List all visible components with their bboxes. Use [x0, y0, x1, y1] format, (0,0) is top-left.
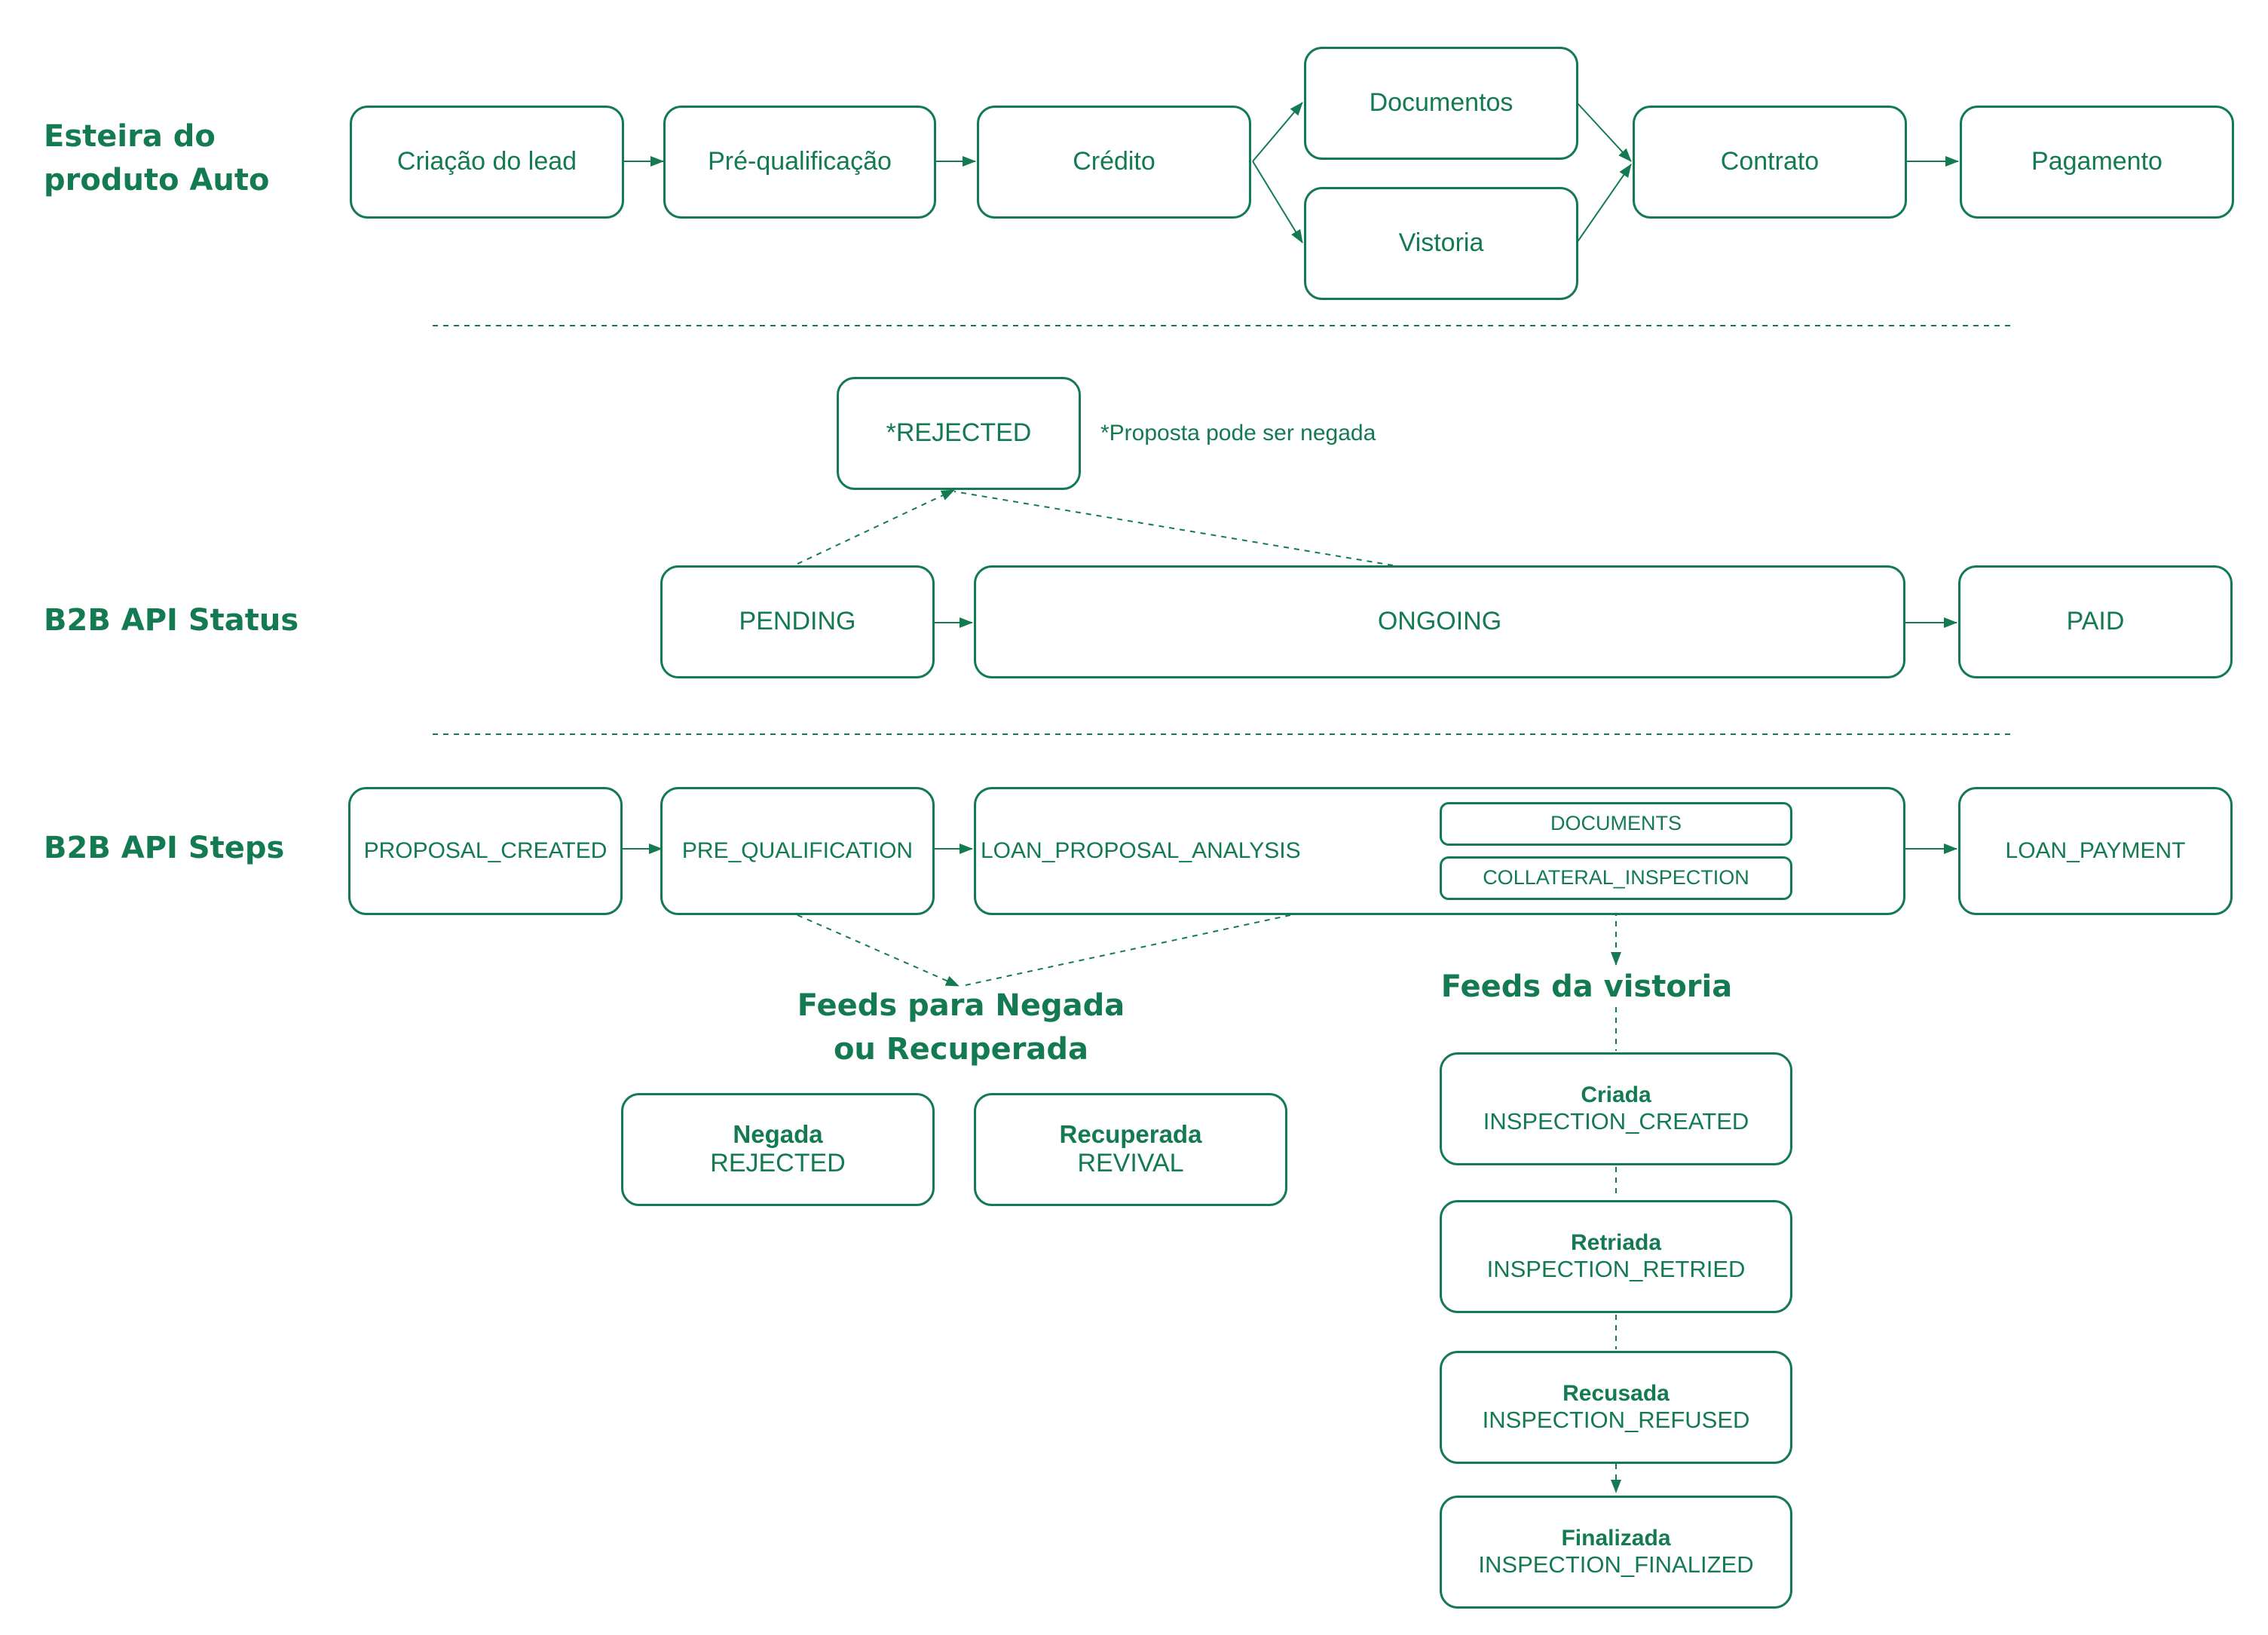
step-vistoria-label: Vistoria [1398, 228, 1484, 258]
step-loan-proposal-analysis-label: LOAN_PROPOSAL_ANALYSIS [981, 837, 1301, 863]
feed-inspection-refused: Recusada INSPECTION_REFUSED [1440, 1351, 1792, 1464]
feed-inspection-retried-code: INSPECTION_RETRIED [1486, 1256, 1746, 1283]
feeds-negada-title-line2: ou Recuperada [833, 1032, 1089, 1067]
step-loan-payment: LOAN_PAYMENT [1958, 787, 2233, 915]
feed-inspection-created-title: Criada [1581, 1082, 1651, 1107]
feed-negada-title: Negada [733, 1120, 823, 1149]
substep-documents-label: DOCUMENTS [1550, 812, 1682, 835]
feeds-negada-title-line1: Feeds para Negada [797, 988, 1125, 1023]
status-pending-label: PENDING [739, 607, 856, 636]
line-analysis-to-feeds [961, 914, 1291, 987]
feed-inspection-created-code: INSPECTION_CREATED [1483, 1108, 1749, 1135]
step-pagamento: Pagamento [1960, 106, 2234, 219]
feed-recuperada-code: REVIVAL [1077, 1149, 1184, 1178]
arrow-prequal-to-feeds [797, 914, 960, 987]
row-label-esteira-line2: produto Auto [44, 163, 270, 197]
row-label-steps: B2B API Steps [44, 831, 285, 865]
status-pending: PENDING [660, 565, 935, 678]
feed-inspection-retried: Retriada INSPECTION_RETRIED [1440, 1200, 1792, 1313]
step-documentos-label: Documentos [1369, 88, 1514, 118]
step-pre-qualification-label: PRE_QUALIFICATION [681, 837, 914, 863]
status-ongoing: ONGOING [974, 565, 1905, 678]
rejected-note: *Proposta pode ser negada [1100, 421, 1376, 445]
feed-inspection-refused-code: INSPECTION_REFUSED [1482, 1407, 1750, 1434]
feed-inspection-retried-title: Retriada [1570, 1229, 1662, 1255]
row-label-esteira-line1: Esteira do [44, 119, 216, 154]
step-loan-payment-label: LOAN_PAYMENT [2005, 837, 2186, 863]
row-label-status: B2B API Status [44, 603, 299, 638]
status-rejected-label: *REJECTED [886, 418, 1032, 448]
status-paid: PAID [1958, 565, 2233, 678]
arrow-credito-to-documentos [1252, 102, 1303, 162]
feed-negada-code: REJECTED [710, 1149, 846, 1178]
feed-inspection-finalized-title: Finalizada [1561, 1525, 1671, 1551]
line-ongoing-to-rejected [953, 491, 1394, 566]
feed-inspection-finalized: Finalizada INSPECTION_FINALIZED [1440, 1496, 1792, 1609]
feed-recuperada: Recuperada REVIVAL [974, 1093, 1287, 1206]
feeds-negada-title: Feeds para Negada ou Recuperada [754, 984, 1168, 1071]
step-proposal-created-label: PROPOSAL_CREATED [363, 837, 608, 863]
feed-inspection-finalized-code: INSPECTION_FINALIZED [1478, 1551, 1754, 1578]
status-rejected: *REJECTED [837, 377, 1081, 490]
step-criacao-lead: Criação do lead [350, 106, 624, 219]
substep-collateral-inspection: COLLATERAL_INSPECTION [1440, 856, 1792, 900]
substep-documents: DOCUMENTS [1440, 802, 1792, 846]
feed-negada: Negada REJECTED [621, 1093, 935, 1206]
step-documentos: Documentos [1304, 47, 1578, 160]
row-label-esteira: Esteira do produto Auto [44, 115, 270, 202]
step-pagamento-label: Pagamento [2031, 147, 2162, 176]
step-credito: Crédito [977, 106, 1251, 219]
feed-inspection-created: Criada INSPECTION_CREATED [1440, 1052, 1792, 1165]
feed-inspection-refused-title: Recusada [1563, 1380, 1670, 1406]
step-criacao-lead-label: Criação do lead [396, 147, 577, 176]
step-contrato: Contrato [1633, 106, 1907, 219]
step-credito-label: Crédito [1073, 147, 1155, 176]
feeds-vistoria-title: Feeds da vistoria [1440, 969, 1733, 1004]
feed-recuperada-title: Recuperada [1059, 1120, 1202, 1149]
arrow-pending-to-rejected [797, 489, 955, 565]
step-contrato-label: Contrato [1720, 147, 1820, 176]
step-proposal-created: PROPOSAL_CREATED [348, 787, 623, 915]
step-pre-qualification: PRE_QUALIFICATION [660, 787, 935, 915]
arrow-documentos-to-contrato [1576, 102, 1632, 162]
status-ongoing-label: ONGOING [1377, 607, 1502, 636]
substep-collateral-inspection-label: COLLATERAL_INSPECTION [1483, 866, 1749, 889]
step-vistoria: Vistoria [1304, 187, 1578, 300]
arrow-credito-to-vistoria [1252, 161, 1303, 243]
step-pre-qualificacao: Pré-qualificação [663, 106, 936, 219]
step-pre-qualificacao-label: Pré-qualificação [708, 147, 892, 176]
arrow-vistoria-to-contrato [1576, 164, 1632, 243]
status-paid-label: PAID [2066, 607, 2125, 636]
